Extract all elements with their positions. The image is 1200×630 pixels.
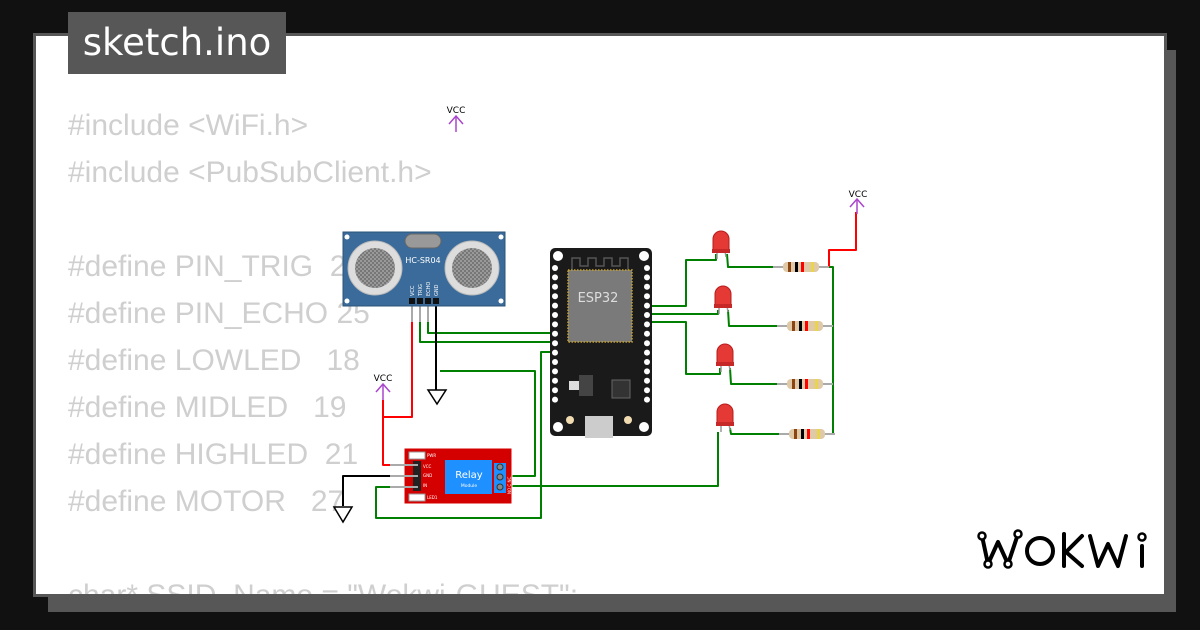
vcc-label: VCC — [849, 190, 868, 200]
wokwi-logo — [976, 524, 1151, 574]
resistor[interactable] — [777, 379, 833, 389]
header-pin — [552, 377, 558, 384]
header-pin — [552, 265, 558, 271]
pin-label: VCC — [410, 285, 416, 296]
pin-label: GND — [434, 284, 440, 296]
header-pin — [552, 283, 558, 290]
header-pin — [644, 368, 650, 375]
pin-label: TRIG — [418, 284, 424, 297]
code-line: #define MOTOR 27 — [68, 485, 345, 518]
ultrasonic-sensor[interactable]: HC-SR04 VCC TRIG ECHO GND — [342, 231, 506, 307]
relay-label: Relay — [455, 470, 483, 481]
header-pin — [552, 293, 558, 300]
header-pin — [644, 312, 650, 318]
header-pin — [644, 359, 650, 365]
led[interactable] — [716, 403, 734, 432]
header-pin — [644, 396, 650, 403]
header-pin — [552, 330, 558, 337]
code-line: #define LOWLED 18 — [68, 344, 360, 377]
header-pin — [552, 349, 558, 356]
code-line: #include <PubSubClient.h> — [68, 156, 432, 189]
relay-module[interactable]: PWR VCC GND IN LED1 Relay Module NO C NC — [390, 447, 513, 505]
pin-label: IN — [423, 483, 427, 488]
wires-black — [342, 305, 437, 506]
led[interactable] — [714, 285, 732, 314]
header-pin — [552, 312, 558, 318]
pin-label: VCC — [423, 464, 432, 469]
header-pin — [644, 349, 650, 356]
relay-pwr-label: PWR — [427, 453, 436, 458]
code-line: #define HIGHLED 21 — [68, 438, 359, 471]
header-pin — [552, 396, 558, 403]
ground-symbol — [332, 389, 448, 524]
header-pin — [644, 387, 650, 394]
code-line: #include <WiFi.h> — [68, 109, 309, 142]
relay-terminal-label: NO C NC — [507, 477, 512, 494]
header-pin — [552, 387, 558, 394]
header-pin — [552, 340, 558, 347]
circuit-diagram: VCC VCC VCC HC-SR04 VCC TRIG ECHO GND ES… — [332, 106, 868, 524]
resistor[interactable] — [773, 262, 829, 272]
relay-sublabel: Module — [461, 483, 478, 489]
header-pin — [644, 283, 650, 290]
code-line: #define MIDLED 19 — [68, 391, 347, 424]
header-pin — [644, 377, 650, 384]
led[interactable] — [716, 343, 734, 372]
header-pin — [644, 330, 650, 337]
header-pin — [644, 321, 650, 328]
pin-label: ECHO — [426, 282, 432, 296]
resistor[interactable] — [777, 321, 833, 331]
relay-led-label: LED1 — [427, 495, 438, 500]
resistor[interactable] — [779, 429, 835, 439]
file-tab[interactable]: sketch.ino — [68, 12, 286, 74]
esp32-board[interactable]: ESP32 — [550, 248, 652, 438]
header-pin — [552, 359, 558, 365]
code-preview: #include <WiFi.h> #include <PubSubClient.… — [68, 102, 578, 594]
code-line: #define PIN_TRIG 2 — [68, 250, 347, 283]
vcc-label: VCC — [374, 374, 393, 384]
header-pin — [644, 274, 650, 281]
header-pin — [644, 302, 650, 309]
sensor-label: HC-SR04 — [405, 256, 440, 265]
vcc-label: VCC — [447, 106, 466, 116]
pin-label: GND — [423, 473, 432, 478]
header-pin — [644, 265, 650, 271]
code-line: #define PIN_ECHO 25 — [68, 297, 370, 330]
header-pin — [552, 321, 558, 328]
header-pin — [552, 302, 558, 309]
led[interactable] — [712, 230, 730, 259]
vcc-symbol — [375, 114, 865, 400]
header-pin — [552, 368, 558, 375]
header-pin — [552, 274, 558, 281]
code-line: char* SSID_Name = "Wokwi-GUEST"; — [68, 572, 578, 594]
mcu-label: ESP32 — [578, 291, 619, 306]
header-pin — [644, 340, 650, 347]
header-pin — [644, 293, 650, 300]
